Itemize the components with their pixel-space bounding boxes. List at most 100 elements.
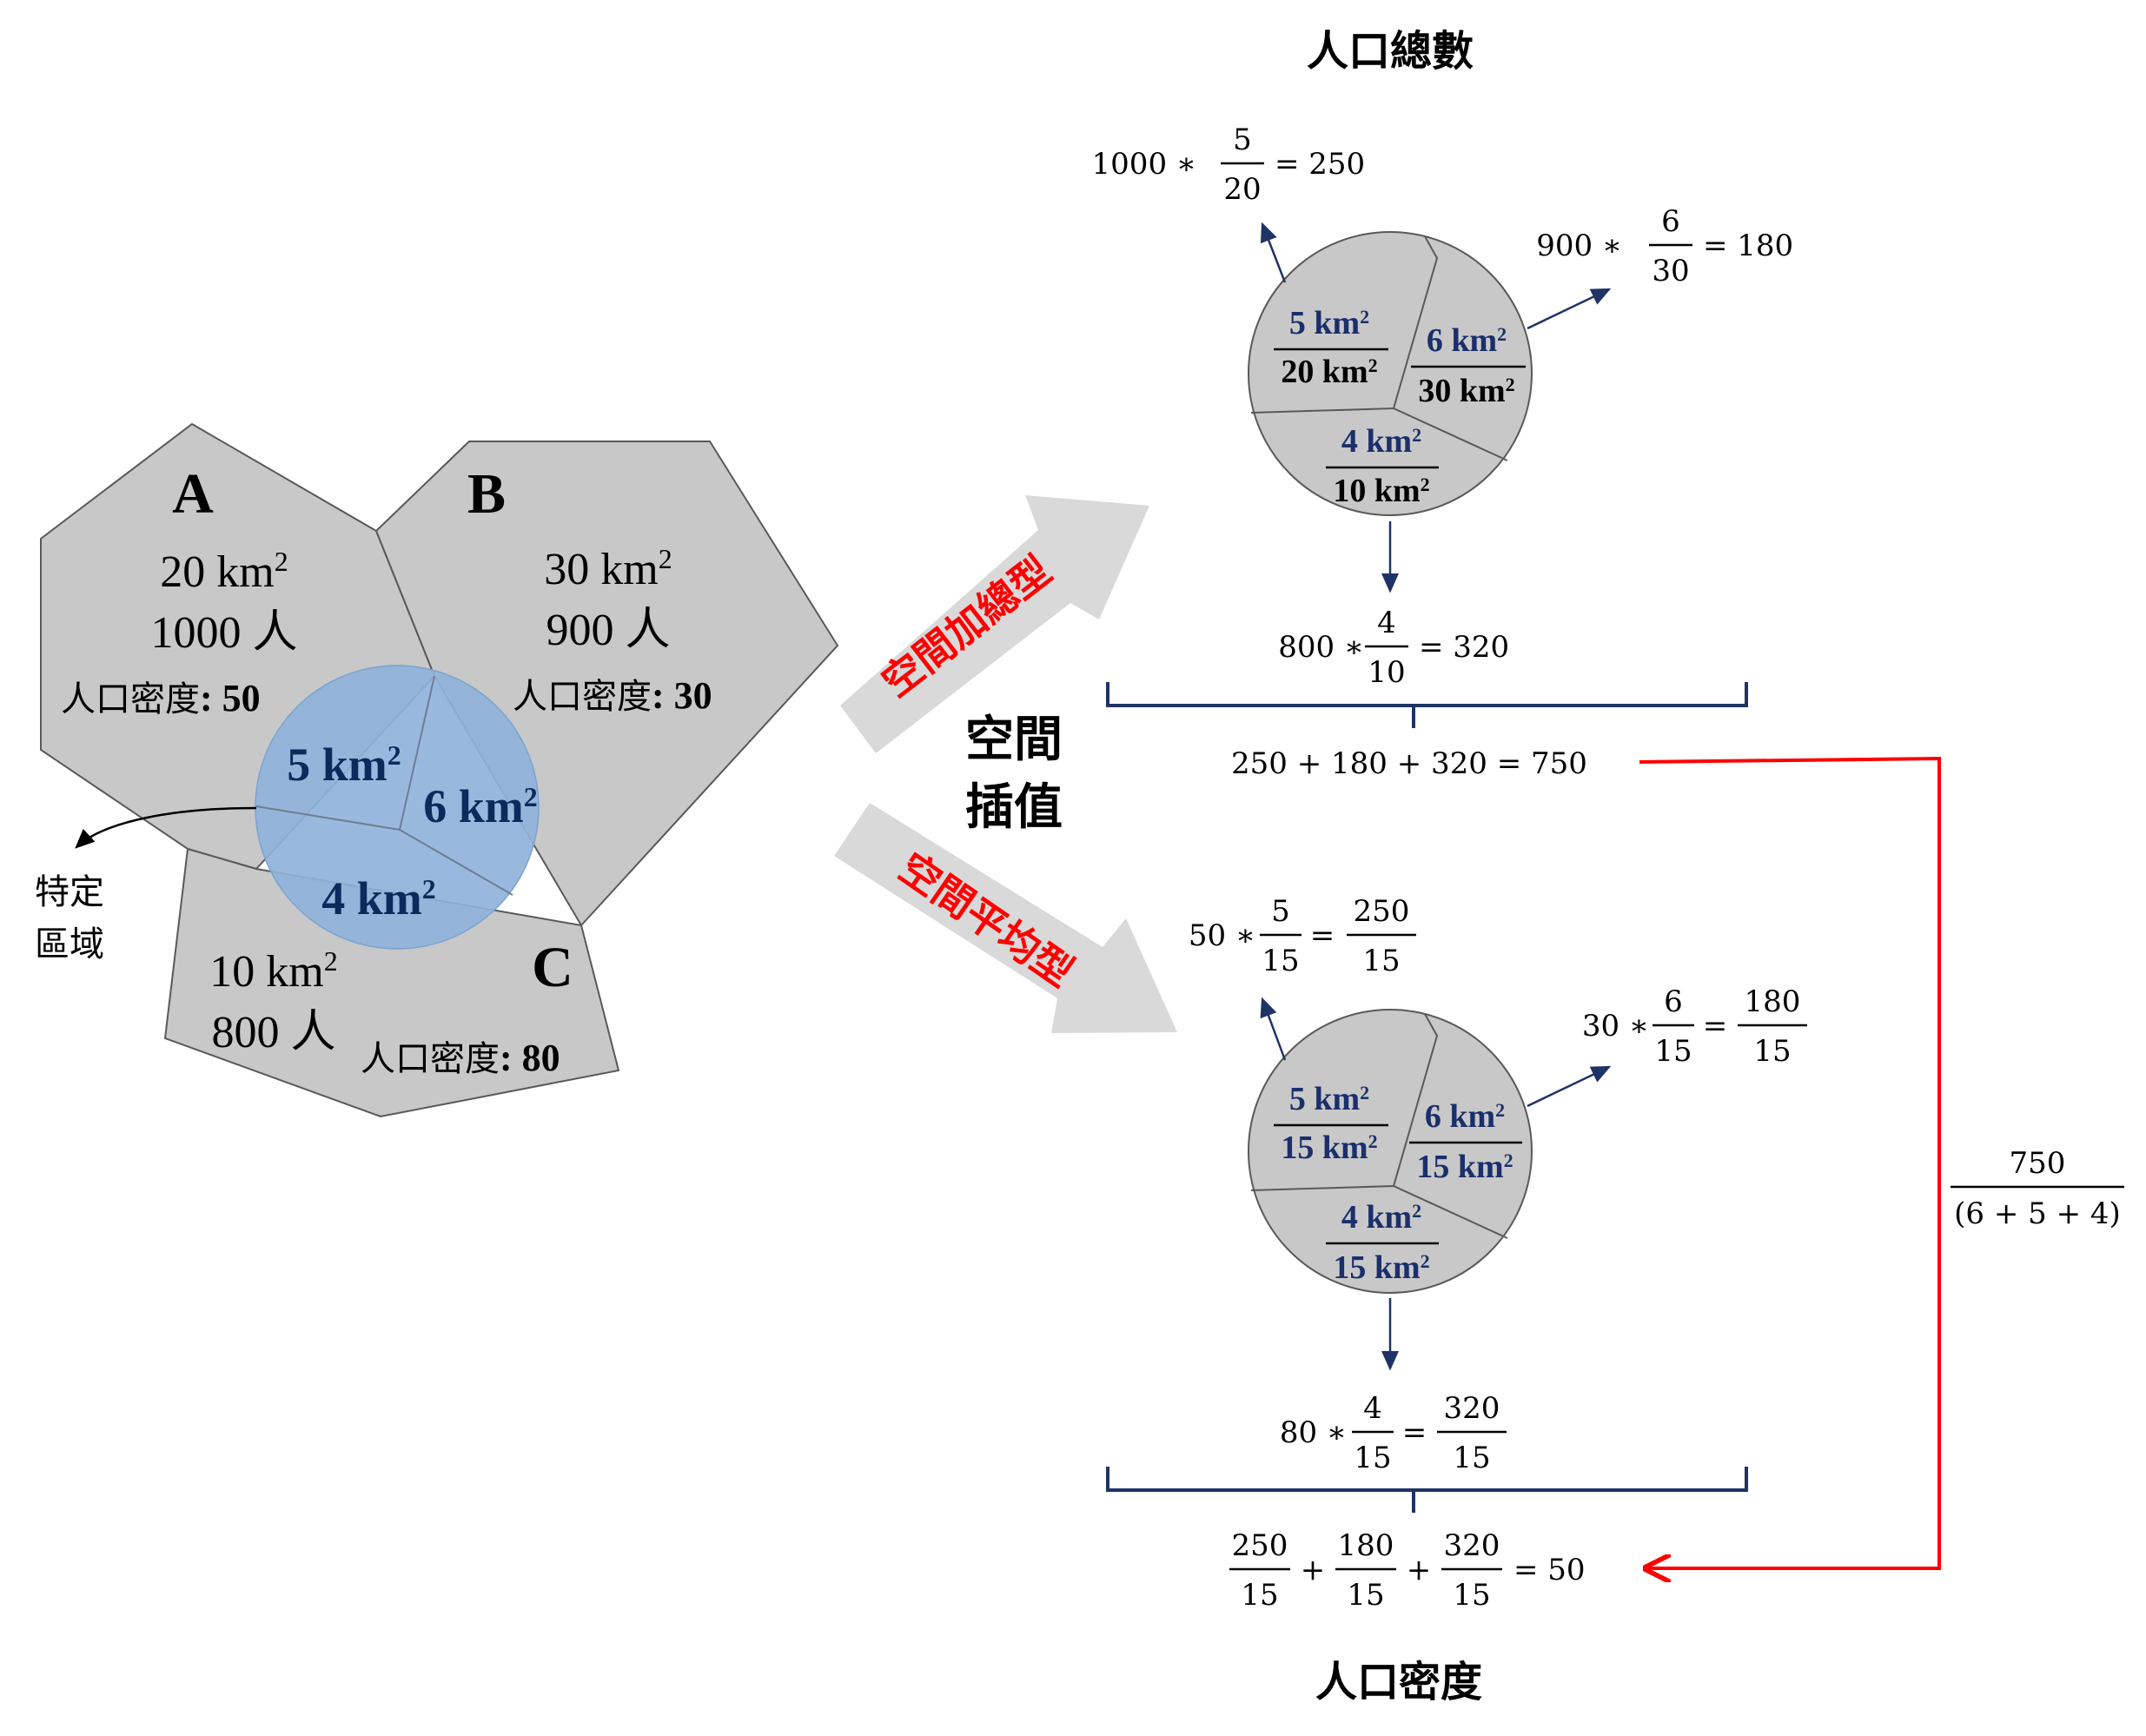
top-pie-dividers xyxy=(1250,235,1508,461)
interpolation-label-line1: 空間 xyxy=(965,711,1063,768)
interpolation-label-line2: 插值 xyxy=(965,779,1063,836)
svg-text:15: 15 xyxy=(1453,1441,1490,1475)
svg-text:50 ∗: 50 ∗ xyxy=(1189,918,1255,953)
region-c-density: 人口密度: 80 xyxy=(361,1037,560,1079)
bottom-pie-a-den: 15 km2 xyxy=(1281,1130,1377,1166)
region-c-area: 10 km2 xyxy=(209,945,337,997)
svg-text:800 ∗: 800 ∗ xyxy=(1278,630,1364,665)
bottom-equation-a: 50 ∗ 5 15 = 250 15 xyxy=(1189,894,1416,978)
svg-text:4: 4 xyxy=(1363,1391,1382,1426)
svg-text:=: = xyxy=(1402,1415,1427,1450)
specific-area-part-a: 5 km2 xyxy=(287,739,401,791)
top-equation-b: 900 ∗ 6 30 = 180 xyxy=(1536,204,1793,288)
bottom-pie xyxy=(1248,1009,1533,1294)
svg-text:6: 6 xyxy=(1664,984,1683,1019)
conversion-denominator: (6 + 5 + 4) xyxy=(1954,1196,2121,1231)
top-panel-population-total: 人口總數 5 km2 20 km2 6 km2 30 km2 4 km2 10 … xyxy=(1092,27,1794,781)
svg-text:15: 15 xyxy=(1347,1578,1384,1613)
bottom-pie-b-den: 15 km2 xyxy=(1416,1149,1513,1185)
bottom-pie-c-num: 4 km2 xyxy=(1341,1199,1421,1236)
region-a-area: 20 km2 xyxy=(160,546,288,597)
top-sum: 250 + 180 + 320 = 750 xyxy=(1231,746,1587,781)
region-c-label: C xyxy=(532,936,573,999)
top-arrow-b xyxy=(1527,288,1612,330)
bottom-arrow-b xyxy=(1527,1065,1612,1108)
bottom-bracket xyxy=(1106,1467,1748,1513)
bottom-sum: 250 15 + 180 15 + 320 15 = 50 xyxy=(1229,1528,1586,1613)
region-b-population: 900 人 xyxy=(546,606,670,655)
svg-text:20: 20 xyxy=(1223,172,1261,207)
top-arrow-a xyxy=(1260,222,1287,283)
svg-text:4: 4 xyxy=(1377,606,1396,640)
svg-text:180: 180 xyxy=(1338,1528,1394,1563)
top-pie-a-num: 5 km2 xyxy=(1289,305,1369,341)
top-pie xyxy=(1248,231,1533,516)
svg-text:15: 15 xyxy=(1453,1578,1490,1613)
bottom-equation-b: 30 ∗ 6 15 = 180 15 xyxy=(1582,984,1807,1069)
conversion-numerator: 750 xyxy=(2010,1146,2066,1181)
top-pie-b-num: 6 km2 xyxy=(1427,322,1507,359)
region-c-polygon xyxy=(163,847,620,1118)
region-map: A B C 20 km2 1000 人 人口密度: 50 30 km2 900 … xyxy=(35,422,839,1118)
top-pie-b-den: 30 km2 xyxy=(1418,373,1514,409)
top-equation-c: 800 ∗ 4 10 = 320 xyxy=(1278,606,1509,690)
svg-text:30: 30 xyxy=(1652,254,1689,288)
region-a-density: 人口密度: 50 xyxy=(61,677,261,719)
svg-text:15: 15 xyxy=(1262,944,1299,978)
callout-arrow xyxy=(75,806,257,849)
top-panel-title: 人口總數 xyxy=(1307,27,1474,76)
svg-text:250: 250 xyxy=(1232,1528,1288,1563)
conversion-connector: 750 (6 + 5 + 4) xyxy=(1639,756,2124,1568)
intensive-arrow-shape xyxy=(834,803,1177,1033)
specific-area-label-line2: 區域 xyxy=(35,924,104,964)
extensive-arrow-shape xyxy=(840,495,1149,753)
svg-text:6: 6 xyxy=(1661,204,1680,239)
bottom-arrow-a xyxy=(1260,997,1287,1061)
svg-text:1000 ∗: 1000 ∗ xyxy=(1092,147,1196,182)
bottom-pie-a-num: 5 km2 xyxy=(1289,1081,1369,1117)
top-pie-c-num: 4 km2 xyxy=(1341,423,1421,460)
svg-text:5: 5 xyxy=(1233,123,1252,157)
region-a-population: 1000 人 xyxy=(150,608,297,658)
svg-text:15: 15 xyxy=(1753,1034,1791,1069)
bottom-pie-c-den: 15 km2 xyxy=(1333,1249,1429,1286)
svg-text:320: 320 xyxy=(1444,1528,1500,1563)
svg-text:320: 320 xyxy=(1444,1391,1500,1426)
svg-text:30 ∗: 30 ∗ xyxy=(1582,1009,1649,1044)
svg-text:= 50: = 50 xyxy=(1513,1553,1586,1587)
svg-text:= 180: = 180 xyxy=(1703,229,1793,263)
svg-text:15: 15 xyxy=(1654,1034,1692,1069)
top-equation-a: 1000 ∗ 5 20 = 250 xyxy=(1092,123,1366,207)
svg-text:+: + xyxy=(1407,1553,1432,1587)
bottom-pie-dividers xyxy=(1250,1013,1508,1239)
svg-text:80 ∗: 80 ∗ xyxy=(1280,1415,1347,1450)
red-connector-line xyxy=(1639,756,1941,1568)
specific-area-part-b: 6 km2 xyxy=(423,780,538,832)
bottom-panel-title: 人口密度 xyxy=(1315,1658,1482,1706)
top-pie-a-den: 20 km2 xyxy=(1281,354,1377,390)
svg-text:10: 10 xyxy=(1368,655,1405,690)
top-pie-c-den: 10 km2 xyxy=(1333,473,1429,509)
bottom-panel-population-density: 5 km2 15 km2 6 km2 15 km2 4 km2 15 km2 5… xyxy=(1106,894,1807,1706)
svg-text:15: 15 xyxy=(1241,1578,1278,1613)
region-a-label: A xyxy=(172,462,214,526)
svg-text:900 ∗: 900 ∗ xyxy=(1536,229,1622,263)
bottom-equation-c: 80 ∗ 4 15 = 320 15 xyxy=(1280,1391,1507,1475)
region-b-density: 人口密度: 30 xyxy=(513,674,712,717)
bottom-pie-b-num: 6 km2 xyxy=(1425,1098,1505,1135)
svg-text:=: = xyxy=(1310,918,1335,953)
svg-text:180: 180 xyxy=(1745,984,1801,1019)
svg-text:15: 15 xyxy=(1354,1441,1391,1475)
region-b-label: B xyxy=(467,462,506,526)
svg-text:=: = xyxy=(1703,1009,1728,1044)
svg-text:= 320: = 320 xyxy=(1419,630,1509,665)
svg-text:15: 15 xyxy=(1362,944,1400,978)
region-b-area: 30 km2 xyxy=(544,543,672,594)
svg-text:250: 250 xyxy=(1354,894,1410,929)
interpolation-arrows: 空間加總型 空間平均型 空間 插值 xyxy=(834,495,1177,1033)
svg-text:= 250: = 250 xyxy=(1275,147,1365,182)
svg-text:+: + xyxy=(1301,1553,1326,1587)
specific-area-label-line1: 特定 xyxy=(35,872,104,912)
svg-text:5: 5 xyxy=(1271,894,1290,929)
